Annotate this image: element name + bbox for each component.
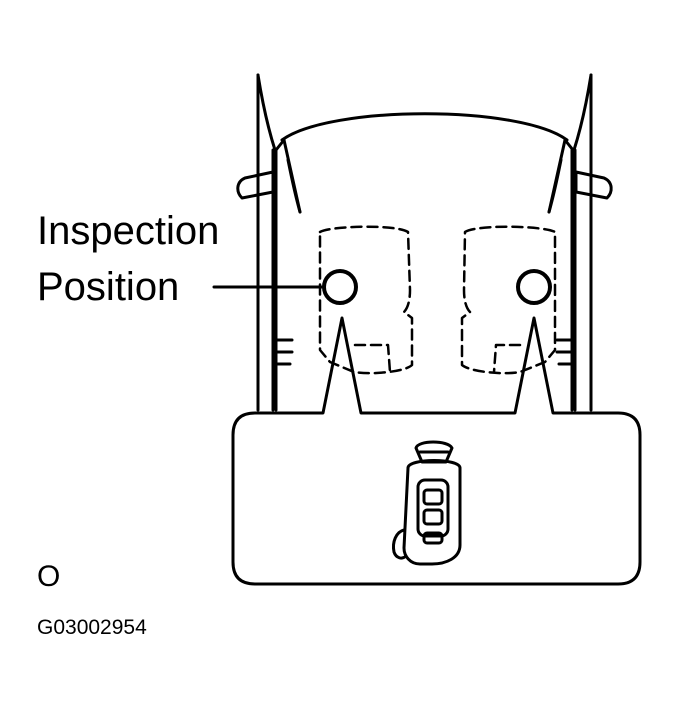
smart-key-fob-icon — [392, 440, 462, 566]
seat-outlines — [318, 225, 557, 375]
figure-code: G03002954 — [37, 616, 147, 639]
inspection-point-icon-right — [516, 269, 552, 305]
callout-box — [231, 316, 642, 586]
inspection-point-icon-left — [322, 269, 358, 305]
car-outline-icon — [236, 73, 613, 412]
corner-mark: O — [37, 560, 61, 593]
inspection-label-line1: Inspection — [37, 209, 220, 253]
inspection-label-line2: Position — [37, 265, 180, 309]
